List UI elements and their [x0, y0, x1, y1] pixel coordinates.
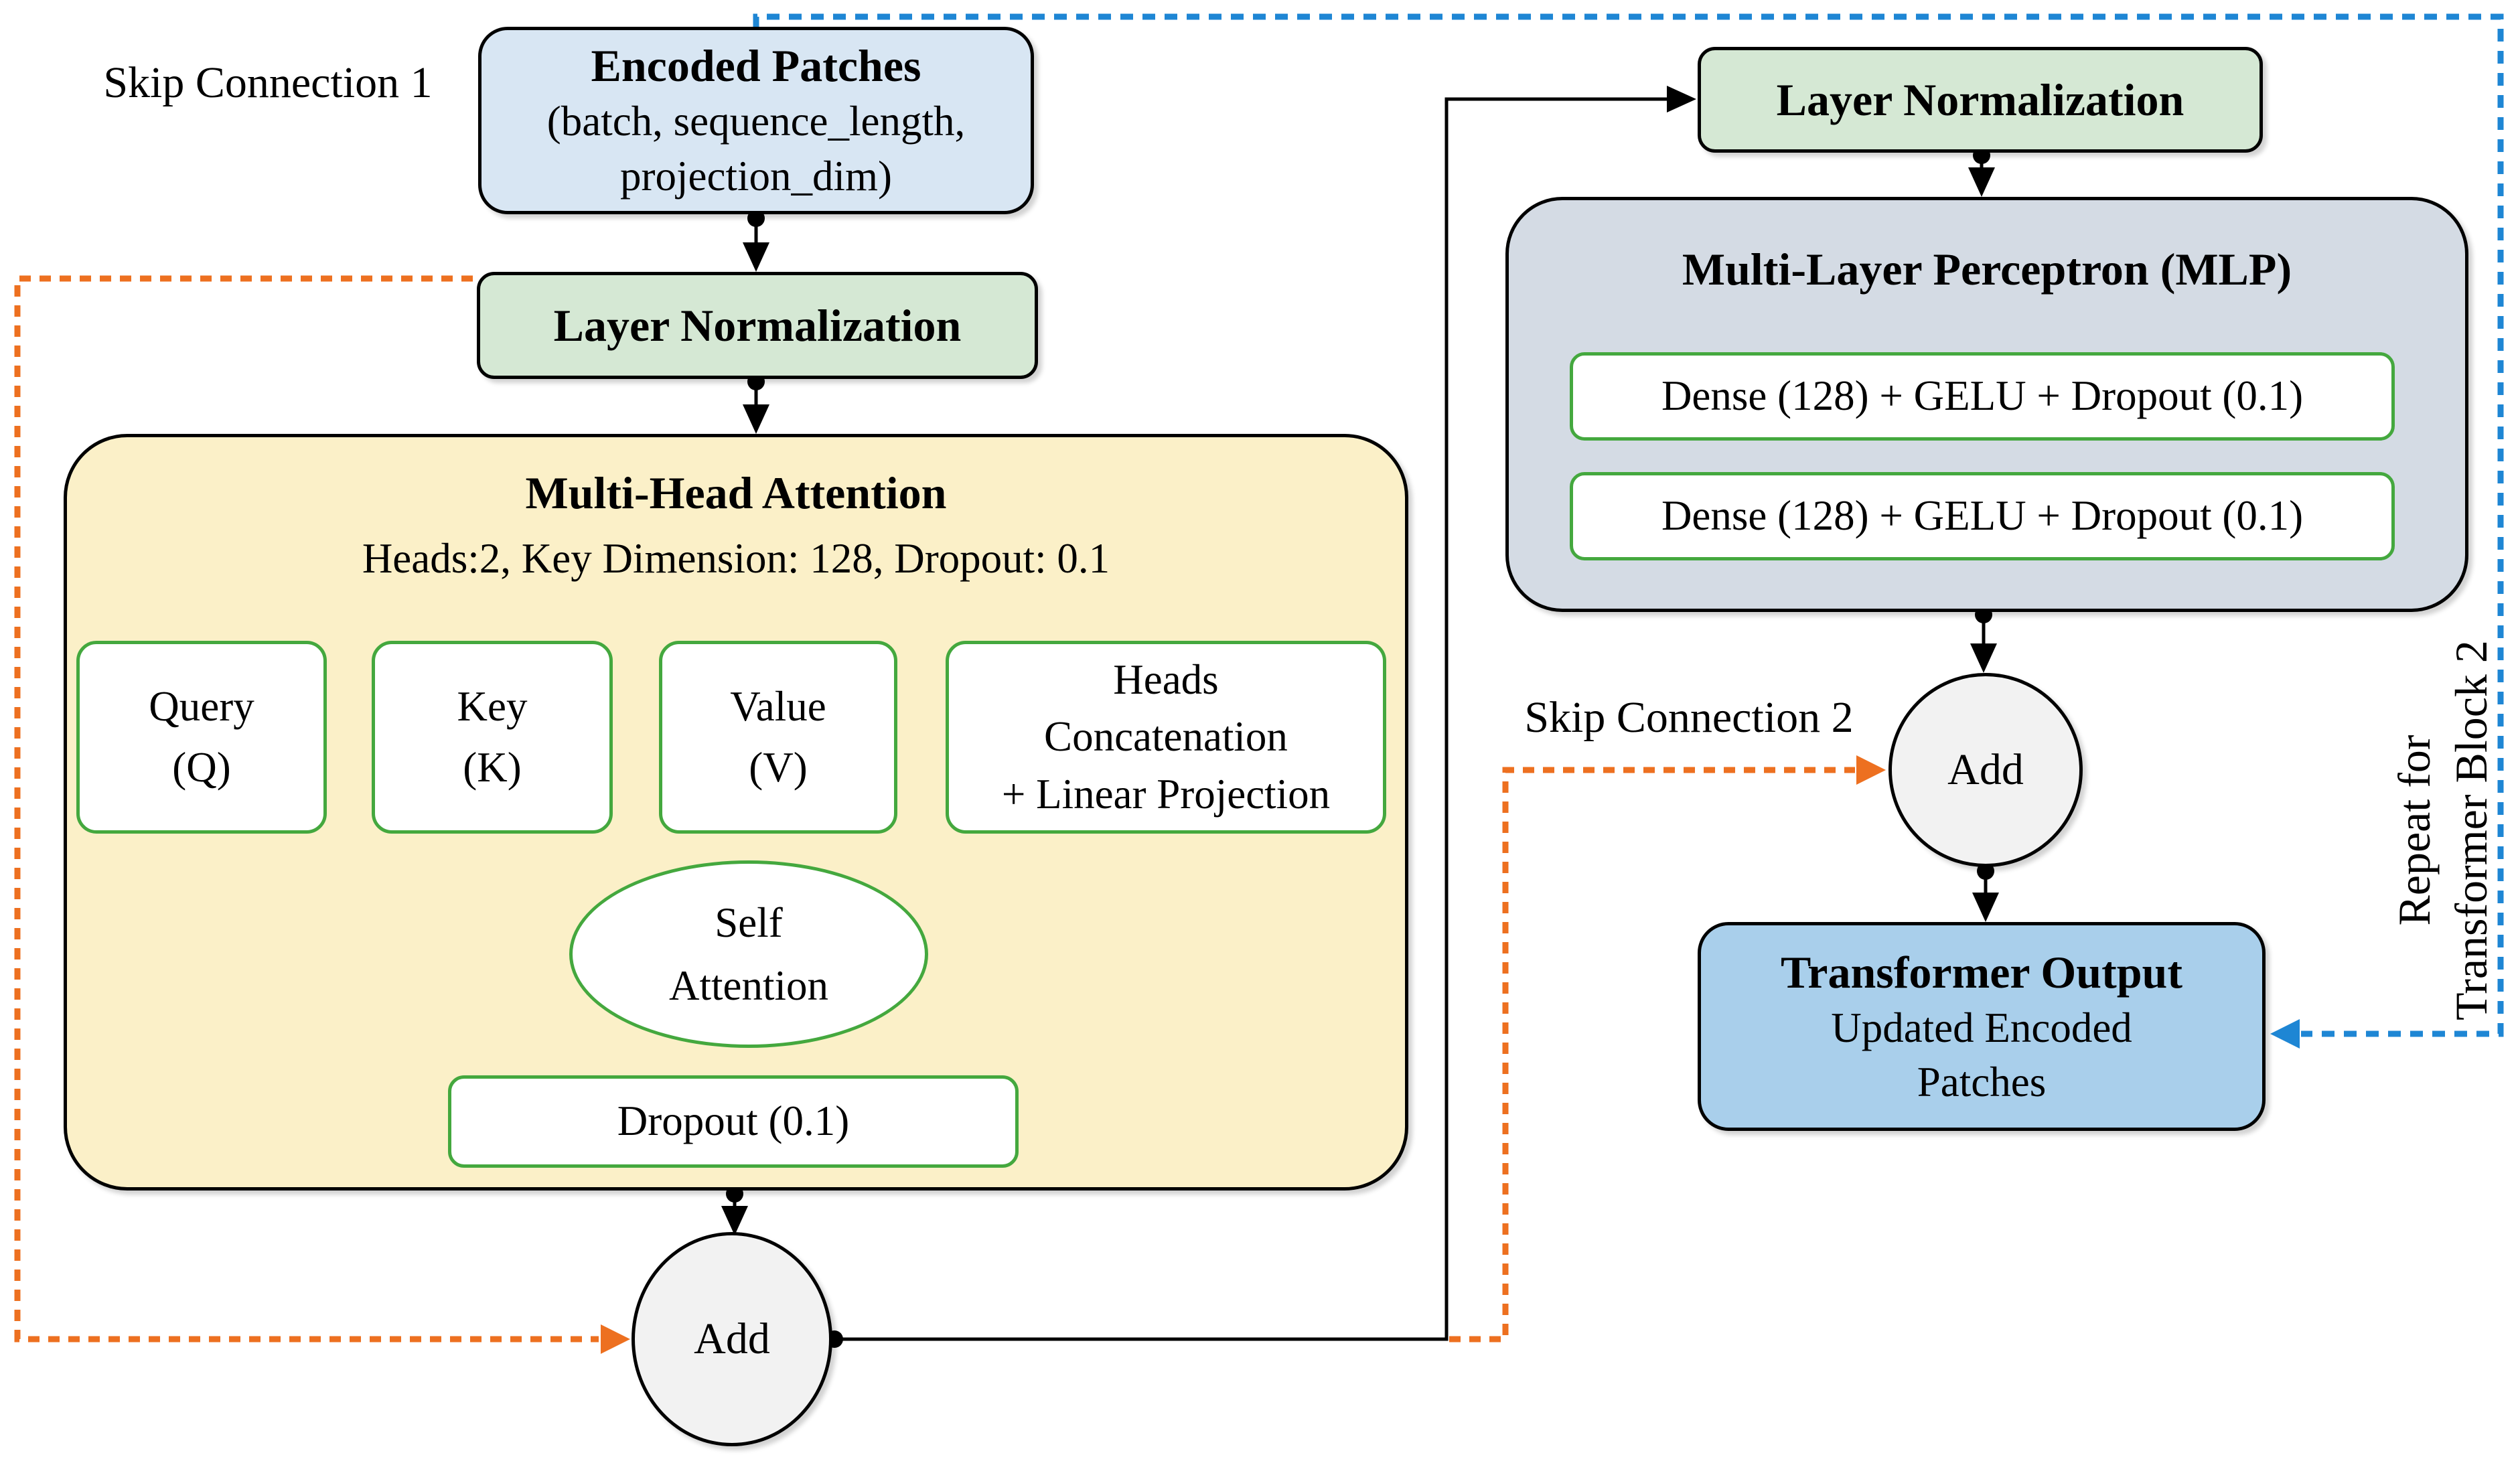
value-box: Value (V)	[659, 641, 897, 834]
self-attention-line1: Self	[715, 899, 783, 946]
arrow-into-mha	[743, 404, 769, 434]
heads-concat-line3: + Linear Projection	[1001, 770, 1331, 818]
skip-connection-2-label: Skip Connection 2	[1524, 693, 1854, 742]
arrow-into-ln2	[1667, 86, 1696, 112]
add-2-label: Add	[1947, 745, 2024, 795]
skip-connection-1-line	[14, 275, 599, 1343]
encoded-patches-shape-line1: (batch, sequence_length,	[546, 97, 966, 145]
arrow-into-output	[1972, 893, 1999, 922]
skip-arrowheads	[601, 755, 1886, 1354]
arrow-into-ln1	[743, 242, 769, 272]
skip-connection-2-line	[1449, 767, 1855, 1343]
encoded-patches-box: Encoded Patches (batch, sequence_length,…	[478, 27, 1034, 214]
repeat-arrowheads	[2270, 1019, 2300, 1049]
heads-concat-line2: Concatenation	[1044, 713, 1288, 761]
connector-add1-to-ln2	[832, 97, 1686, 1341]
multi-head-attention-title: Multi-Head Attention	[525, 467, 947, 518]
layer-normalization-2-title: Layer Normalization	[1776, 74, 2184, 125]
key-box: Key (K)	[372, 641, 613, 834]
attention-dropout-box: Dropout (0.1)	[448, 1075, 1019, 1168]
skip2-arrow-into-add2	[1856, 755, 1886, 785]
layer-normalization-1-box: Layer Normalization	[477, 272, 1038, 379]
mlp-dense-layer-1-box: Dense (128) + GELU + Dropout (0.1)	[1570, 352, 2395, 441]
layer-normalization-1-title: Layer Normalization	[553, 299, 962, 351]
arrow-into-add1	[721, 1206, 748, 1235]
mlp-dense-layer-2-label: Dense (128) + GELU + Dropout (0.1)	[1661, 492, 2304, 540]
heads-concatenation-box: Heads Concatenation + Linear Projection	[946, 641, 1386, 834]
add-circle-1: Add	[632, 1232, 832, 1446]
self-attention-ellipse: Self Attention	[569, 860, 928, 1048]
skip1-arrow-into-add1	[601, 1324, 630, 1354]
heads-concat-line1: Heads	[1113, 656, 1219, 704]
skip-connection-lines	[14, 275, 1855, 1343]
attention-dropout-label: Dropout (0.1)	[617, 1097, 850, 1145]
arrow-into-add2	[1970, 643, 1997, 673]
key-line1: Key	[457, 682, 528, 730]
value-line1: Value	[730, 682, 826, 730]
add-1-label: Add	[694, 1314, 770, 1364]
repeat-loop-line	[753, 13, 2504, 1037]
skip-connection-1-label: Skip Connection 1	[103, 58, 433, 107]
value-line2: (V)	[749, 744, 808, 791]
encoded-patches-shape-line2: projection_dim)	[620, 152, 892, 200]
transformer-output-title: Transformer Output	[1780, 946, 2182, 998]
layer-normalization-2-box: Layer Normalization	[1698, 47, 2263, 153]
encoded-patches-title: Encoded Patches	[591, 40, 921, 91]
mlp-dense-layer-1-label: Dense (128) + GELU + Dropout (0.1)	[1661, 372, 2304, 420]
query-line1: Query	[149, 682, 254, 730]
transformer-output-subtitle: Updated Encoded Patches	[1831, 1004, 2132, 1105]
key-line2: (K)	[463, 744, 522, 791]
add-circle-2: Add	[1888, 673, 2083, 867]
multi-head-attention-params: Heads:2, Key Dimension: 128, Dropout: 0.…	[362, 535, 1110, 582]
mlp-title: Multi-Layer Perceptron (MLP)	[1682, 244, 2292, 295]
repeat-arrow-into-output	[2270, 1019, 2300, 1049]
query-box: Query (Q)	[76, 641, 327, 834]
arrow-into-mlp	[1968, 167, 1995, 197]
repeat-label-line2: Transformer Block 2	[2446, 640, 2497, 1020]
mlp-dense-layer-2-box: Dense (128) + GELU + Dropout (0.1)	[1570, 472, 2395, 560]
repeat-label-line1: Repeat for	[2389, 735, 2440, 926]
transformer-output-box: Transformer Output Updated Encoded Patch…	[1698, 922, 2266, 1131]
self-attention-line2: Attention	[669, 962, 828, 1009]
repeat-loop-lines	[753, 13, 2504, 1037]
query-line2: (Q)	[172, 744, 231, 791]
black-arrowheads	[721, 86, 1999, 1235]
